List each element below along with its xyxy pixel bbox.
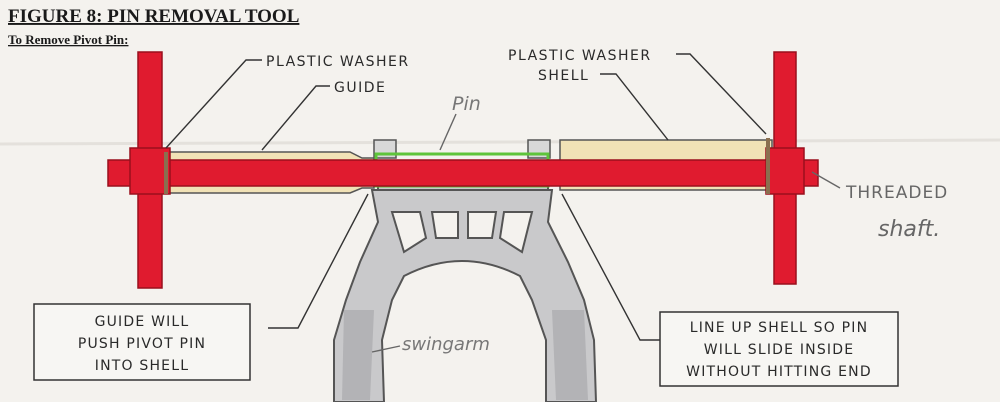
paper-fold (0, 138, 1000, 146)
note-right-line-1: LINE UP SHELL SO PIN (690, 320, 869, 336)
left-nut (129, 147, 171, 195)
plastic-washer-right (766, 138, 770, 194)
swingarm-cutout-4 (498, 211, 534, 254)
swingarm-cutout-2 (430, 211, 459, 239)
label-plastic-washer-right: PLASTIC WASHER (508, 48, 652, 64)
label-threaded: THREADED (845, 183, 948, 203)
figure-subtitle: To Remove Pivot Pin: (8, 32, 128, 47)
swingarm-body (333, 189, 598, 402)
note-right-line-2: WILL SLIDE INSIDE (704, 342, 855, 358)
threaded-shaft (107, 159, 819, 187)
swingarm-cutout-1 (390, 211, 428, 254)
note-left-text: GUIDE WILL PUSH PIVOT PIN INTO SHELL (78, 314, 206, 374)
note-right-line-3: WITHOUT HITTING END (686, 364, 872, 380)
note-right-text: LINE UP SHELL SO PIN WILL SLIDE INSIDE W… (686, 320, 872, 380)
note-box-left (33, 303, 251, 381)
swingarm-cutout-3 (467, 211, 498, 239)
note-left-line-3: INTO SHELL (95, 358, 189, 374)
swingarm-leg-right-shade (552, 310, 588, 400)
swingarm-leg-left-shade (342, 310, 374, 400)
figure-title: FIGURE 8: PIN REMOVAL TOOL (8, 6, 299, 27)
label-plastic-washer-left: PLASTIC WASHER (266, 54, 410, 70)
plastic-washer-left (164, 152, 168, 194)
label-pin: Pin (452, 93, 481, 115)
note-left-line-2: PUSH PIVOT PIN (78, 336, 206, 352)
label-shaft: shaft. (878, 217, 940, 242)
note-box-right (659, 311, 899, 387)
swingarm (333, 185, 598, 402)
leader-lines (165, 53, 841, 353)
label-guide: GUIDE (334, 80, 386, 96)
note-left-line-1: GUIDE WILL (95, 314, 190, 330)
label-swingarm: swingarm (402, 334, 490, 355)
label-shell: SHELL (538, 68, 589, 84)
right-nut (765, 147, 805, 195)
